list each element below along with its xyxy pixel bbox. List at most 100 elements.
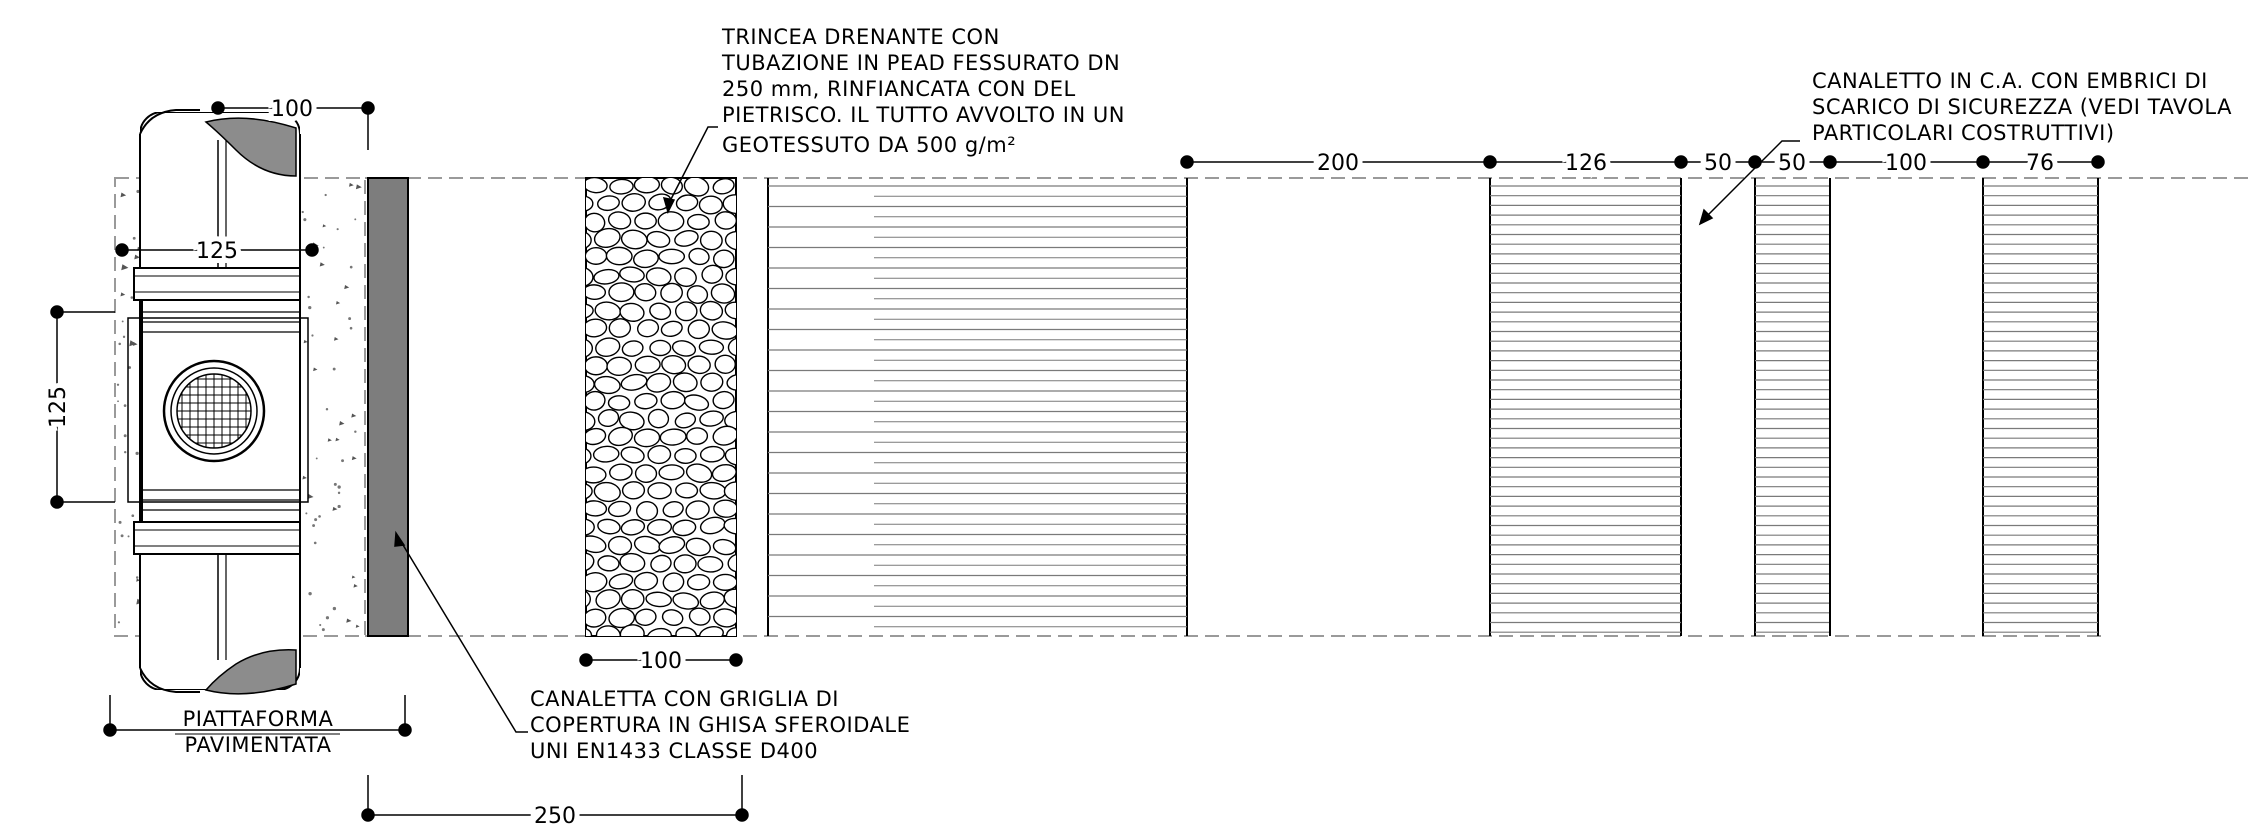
gravel-stone: [712, 425, 736, 446]
speckle: [322, 224, 327, 228]
gravel-stone: [595, 589, 621, 610]
speckle: [351, 575, 356, 579]
speckle: [134, 254, 140, 260]
speckle: [121, 264, 129, 271]
gravel-stone: [586, 552, 595, 573]
gravel-stone: [620, 373, 648, 391]
gravel-stone: [674, 412, 697, 429]
gravel-stone: [699, 230, 723, 251]
gravel-stone: [712, 538, 736, 556]
speckle: [308, 305, 312, 310]
speckle: [322, 246, 325, 249]
gravel-stone: [607, 426, 633, 447]
speckle: [122, 335, 126, 339]
drainage-trench: [585, 177, 765, 637]
gravel-stone: [609, 178, 634, 195]
gravel-stone: [619, 624, 645, 636]
gravel-stone: [634, 212, 657, 230]
speckle: [332, 367, 336, 371]
manhole-grate: [162, 359, 266, 463]
gravel-stone: [633, 249, 659, 269]
gravel-stone: [607, 211, 632, 230]
gravel-stone: [713, 499, 736, 518]
dim-chain-3: 50: [1704, 151, 1732, 176]
speckle: [341, 459, 345, 463]
gravel-stone: [699, 300, 724, 321]
gravel-stone: [586, 356, 609, 376]
gravel-stone: [738, 391, 762, 410]
gravel-stone: [671, 340, 697, 357]
gravel-stone: [597, 555, 620, 572]
note-canaletto-line-3: PARTICOLARI COSTRUTTIVI): [1812, 121, 2115, 145]
dim-trench-width: 100: [640, 649, 682, 674]
gravel-stone: [710, 283, 736, 304]
gravel-stone: [586, 390, 606, 411]
speckle: [354, 218, 357, 221]
speckle: [313, 367, 318, 372]
gravel-stone: [619, 552, 646, 573]
gravel-stone: [607, 500, 632, 518]
gravel-stone: [724, 230, 736, 251]
gravel-stone: [619, 302, 645, 322]
gravel-stone: [621, 340, 644, 357]
gravel-stone: [726, 373, 736, 391]
speckle: [120, 534, 124, 538]
speckle: [123, 434, 127, 438]
speckle: [349, 265, 353, 269]
gravel-stone: [723, 481, 736, 502]
speckle: [348, 317, 352, 321]
gravel-stone: [737, 569, 765, 590]
gravel-stone: [685, 463, 713, 483]
gravel-stone: [586, 303, 594, 320]
gravel-stone: [586, 466, 607, 484]
note-trincea-line-4: PIETRISCO. IL TUTTO AVVOLTO IN UN: [722, 103, 1125, 127]
gravel-stone: [738, 248, 765, 270]
gravel-stone: [608, 607, 636, 629]
gravel-stone: [608, 318, 632, 338]
gravel-stone: [727, 337, 736, 357]
speckle: [332, 606, 337, 611]
gravel-stone: [593, 481, 621, 503]
speckle: [319, 623, 322, 627]
gravel-stone: [586, 627, 593, 636]
speckle: [313, 541, 317, 545]
gravel-stone: [714, 211, 736, 230]
gravel-stone: [586, 212, 606, 233]
gravel-stone: [714, 354, 736, 374]
dimension-lines: [50, 101, 2105, 822]
dim-chamber-height: 125: [46, 386, 71, 428]
gravel-stone: [723, 517, 736, 535]
gravel-stone: [592, 445, 620, 463]
gravel-stone: [736, 319, 765, 340]
speckle: [116, 383, 120, 386]
gravel-stone: [595, 625, 621, 636]
gravel-stone: [672, 372, 698, 393]
gravel-stone: [586, 608, 607, 628]
speckle: [353, 584, 358, 588]
gravel-stone: [674, 301, 698, 322]
gravel-stone: [607, 395, 631, 411]
gravel-stone: [636, 319, 660, 338]
gravel-stone: [650, 554, 672, 573]
speckle: [307, 295, 310, 299]
speckle: [121, 320, 124, 323]
note-trincea-line-3: 250 mm, RINFIANCATA CON DEL: [722, 77, 1076, 101]
gravel-stone: [697, 555, 724, 573]
gravel-stone: [586, 447, 592, 465]
gravel-stone: [620, 446, 645, 464]
gravel-stone: [662, 572, 685, 593]
speckle: [123, 404, 127, 407]
speckle: [136, 578, 141, 582]
speckle: [117, 400, 119, 403]
gravel-stone: [593, 227, 621, 249]
speckle: [334, 337, 339, 341]
gravel-stone: [586, 318, 608, 338]
note-trincea: TRINCEA DRENANTE CON TUBAZIONE IN PEAD F…: [721, 25, 1125, 157]
speckle: [307, 493, 314, 500]
gravel-stone: [739, 608, 762, 629]
gravel-stone: [646, 627, 672, 636]
note-piattaforma-line-2: PAVIMENTATA: [185, 733, 332, 757]
speckle: [355, 624, 360, 628]
note-piattaforma: PIATTAFORMA PAVIMENTATA: [183, 707, 333, 757]
